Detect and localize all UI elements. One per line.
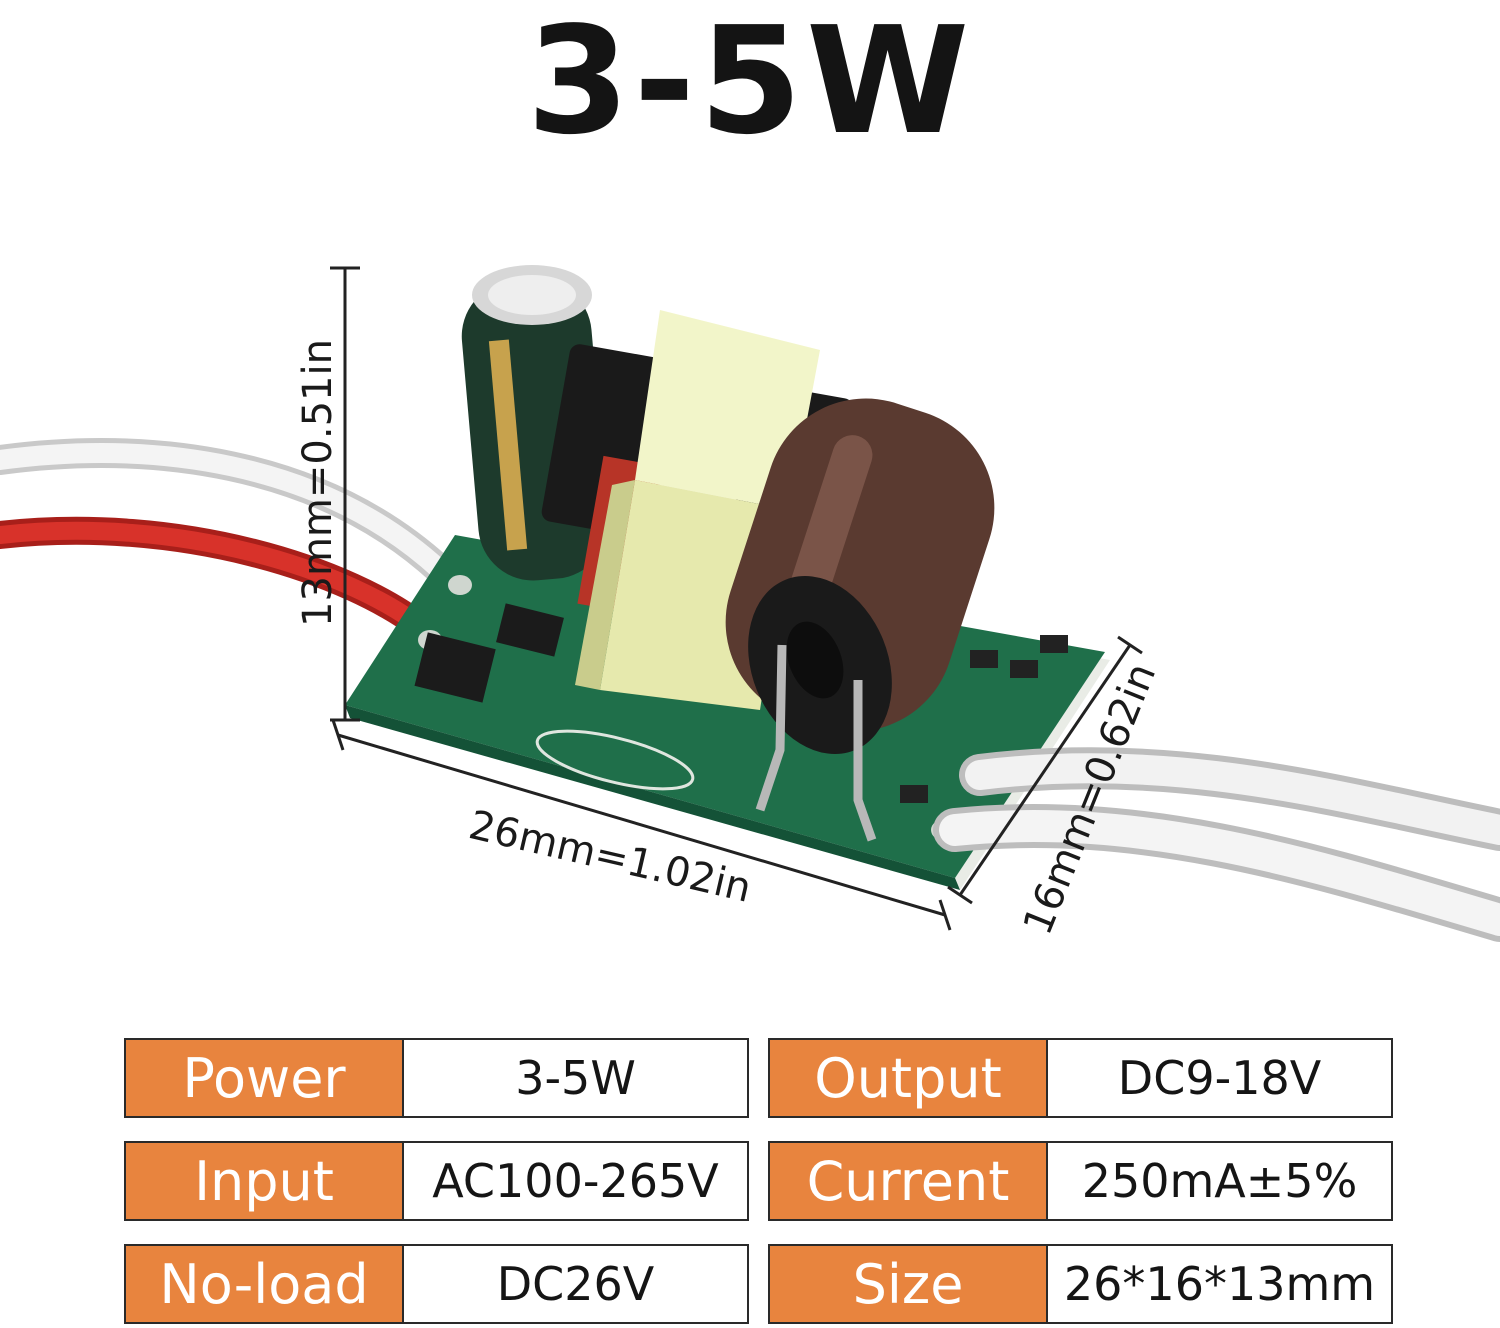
spec-label: Current bbox=[768, 1141, 1048, 1221]
spec-label: Output bbox=[768, 1038, 1048, 1118]
red-input-wire-highlight bbox=[0, 521, 434, 639]
dimension-tick bbox=[1117, 635, 1143, 655]
dimension-tick bbox=[947, 885, 973, 905]
spec-row-power: Power 3-5W bbox=[124, 1038, 749, 1118]
pcb-shade bbox=[345, 705, 960, 890]
led-driver-photo bbox=[0, 265, 1500, 942]
spec-value: 3-5W bbox=[404, 1038, 749, 1118]
spec-label: No-load bbox=[124, 1244, 404, 1324]
dimension-tick bbox=[938, 899, 952, 931]
white-output-wire-highlight bbox=[939, 810, 1500, 936]
spec-row-no-load: No-load DC26V bbox=[124, 1244, 749, 1324]
smd-chip bbox=[414, 632, 496, 703]
transformer-bobbin-side bbox=[575, 480, 635, 690]
spec-label: Power bbox=[124, 1038, 404, 1118]
spec-row-input: Input AC100-265V bbox=[124, 1141, 749, 1221]
spec-row-output: Output DC9-18V bbox=[768, 1038, 1393, 1118]
pcb-pad bbox=[448, 575, 472, 595]
white-input-wire-highlight bbox=[0, 443, 450, 580]
spec-value: 26*16*13mm bbox=[1048, 1244, 1393, 1324]
smd-resistor bbox=[1010, 660, 1038, 678]
spec-row-current: Current 250mA±5% bbox=[768, 1141, 1393, 1221]
silkscreen-oval bbox=[535, 729, 695, 791]
smd-resistor bbox=[970, 650, 998, 668]
dimension-line-length bbox=[337, 733, 946, 917]
page-title: 3-5W bbox=[526, 0, 974, 167]
small-capacitor-top-inner bbox=[488, 275, 576, 315]
smd-resistor bbox=[900, 785, 928, 803]
spec-label: Input bbox=[124, 1141, 404, 1221]
dimension-line-width bbox=[958, 644, 1132, 896]
spec-value: DC9-18V bbox=[1048, 1038, 1393, 1118]
height-dimension-label: 13mm=0.51in bbox=[295, 339, 341, 627]
spec-row-size: Size 26*16*13mm bbox=[768, 1244, 1393, 1324]
capacitor-lead bbox=[755, 644, 787, 812]
spec-label: Size bbox=[768, 1244, 1048, 1324]
capacitor-lead bbox=[853, 680, 877, 842]
smd-chip bbox=[496, 603, 564, 657]
white-output-wire-highlight bbox=[965, 753, 1500, 845]
large-capacitor-bottom-inner bbox=[786, 621, 844, 699]
spec-value: 250mA±5% bbox=[1048, 1141, 1393, 1221]
small-capacitor-stripe bbox=[488, 339, 528, 551]
spec-value: DC26V bbox=[404, 1244, 749, 1324]
smd-resistor bbox=[1040, 635, 1068, 653]
dimension-tick bbox=[331, 719, 345, 751]
spec-value: AC100-265V bbox=[404, 1141, 749, 1221]
